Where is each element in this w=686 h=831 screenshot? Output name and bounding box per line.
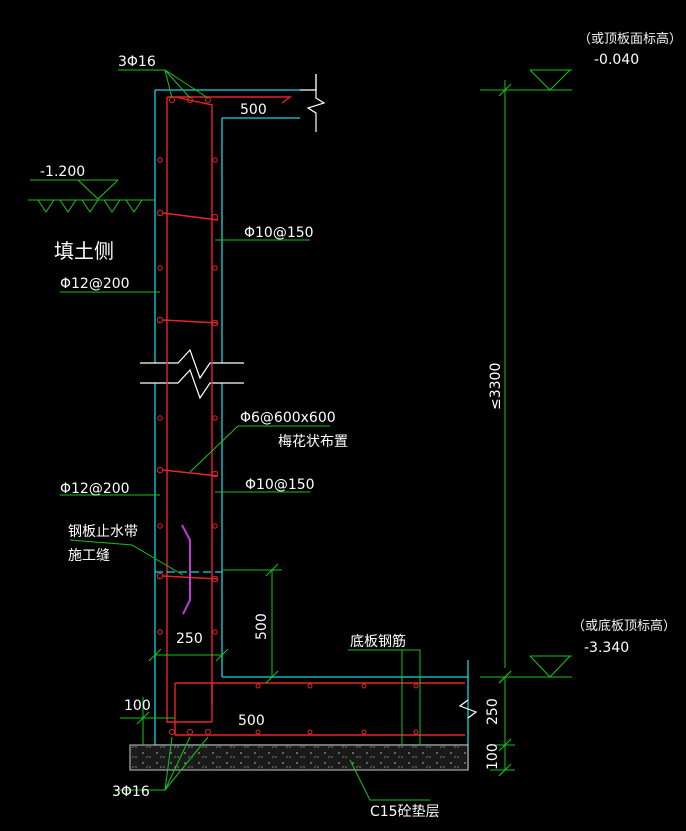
- break-lines: [140, 74, 478, 719]
- inner-bar-lower-label: Φ10@150: [245, 477, 315, 493]
- top-elevation-value: -0.040: [594, 52, 639, 68]
- slab-top-dim: 500: [240, 102, 267, 118]
- wall-thickness-label: 250: [176, 631, 203, 647]
- construction-joint-label: 施工缝: [68, 548, 110, 564]
- top-bars-label: 3Φ16: [118, 54, 156, 70]
- cushion-label: C15砼垫层: [370, 804, 440, 820]
- top-elevation-note: （或顶板面标高）: [578, 31, 682, 47]
- rebar-dots: [156, 97, 419, 735]
- labels: （或顶板面标高） -0.040 3Φ16 500 -1.200 填土侧 Φ10@…: [40, 31, 682, 820]
- bottom-bars-label: 3Φ16: [112, 784, 150, 800]
- waterstop-label: 钢板止水带: [68, 524, 138, 540]
- cushion-thickness-label: 100: [485, 743, 501, 770]
- joint-height-label: 500: [254, 613, 270, 640]
- tie-bar-label: Φ6@600x600: [240, 410, 336, 426]
- bottom-elevation-value: -3.340: [584, 640, 629, 656]
- outer-bar-upper-label: Φ12@200: [60, 276, 130, 292]
- leaders: [30, 69, 572, 801]
- fill-side-label: 填土侧: [54, 239, 114, 263]
- inner-bar-upper-label: Φ10@150: [244, 225, 314, 241]
- total-height-label: ≤3300: [488, 363, 504, 410]
- slab-thickness-label: 250: [485, 698, 501, 725]
- outer-bar-lower-label: Φ12@200: [60, 481, 130, 497]
- base-slab-bars-label: 底板钢筋: [350, 633, 406, 650]
- waterstop-plate: [181, 524, 191, 615]
- cushion-layer: [129, 744, 469, 771]
- offset-100-label: 100: [124, 698, 151, 714]
- ground-hatch: [28, 199, 155, 213]
- ground-elevation-label: -1.200: [40, 164, 85, 180]
- bottom-elevation-note: （或底板顶标高）: [572, 618, 676, 634]
- concrete-outline: [154, 89, 469, 770]
- tie-bar-note: 梅花状布置: [278, 434, 348, 450]
- slab-bottom-dim: 500: [238, 713, 265, 729]
